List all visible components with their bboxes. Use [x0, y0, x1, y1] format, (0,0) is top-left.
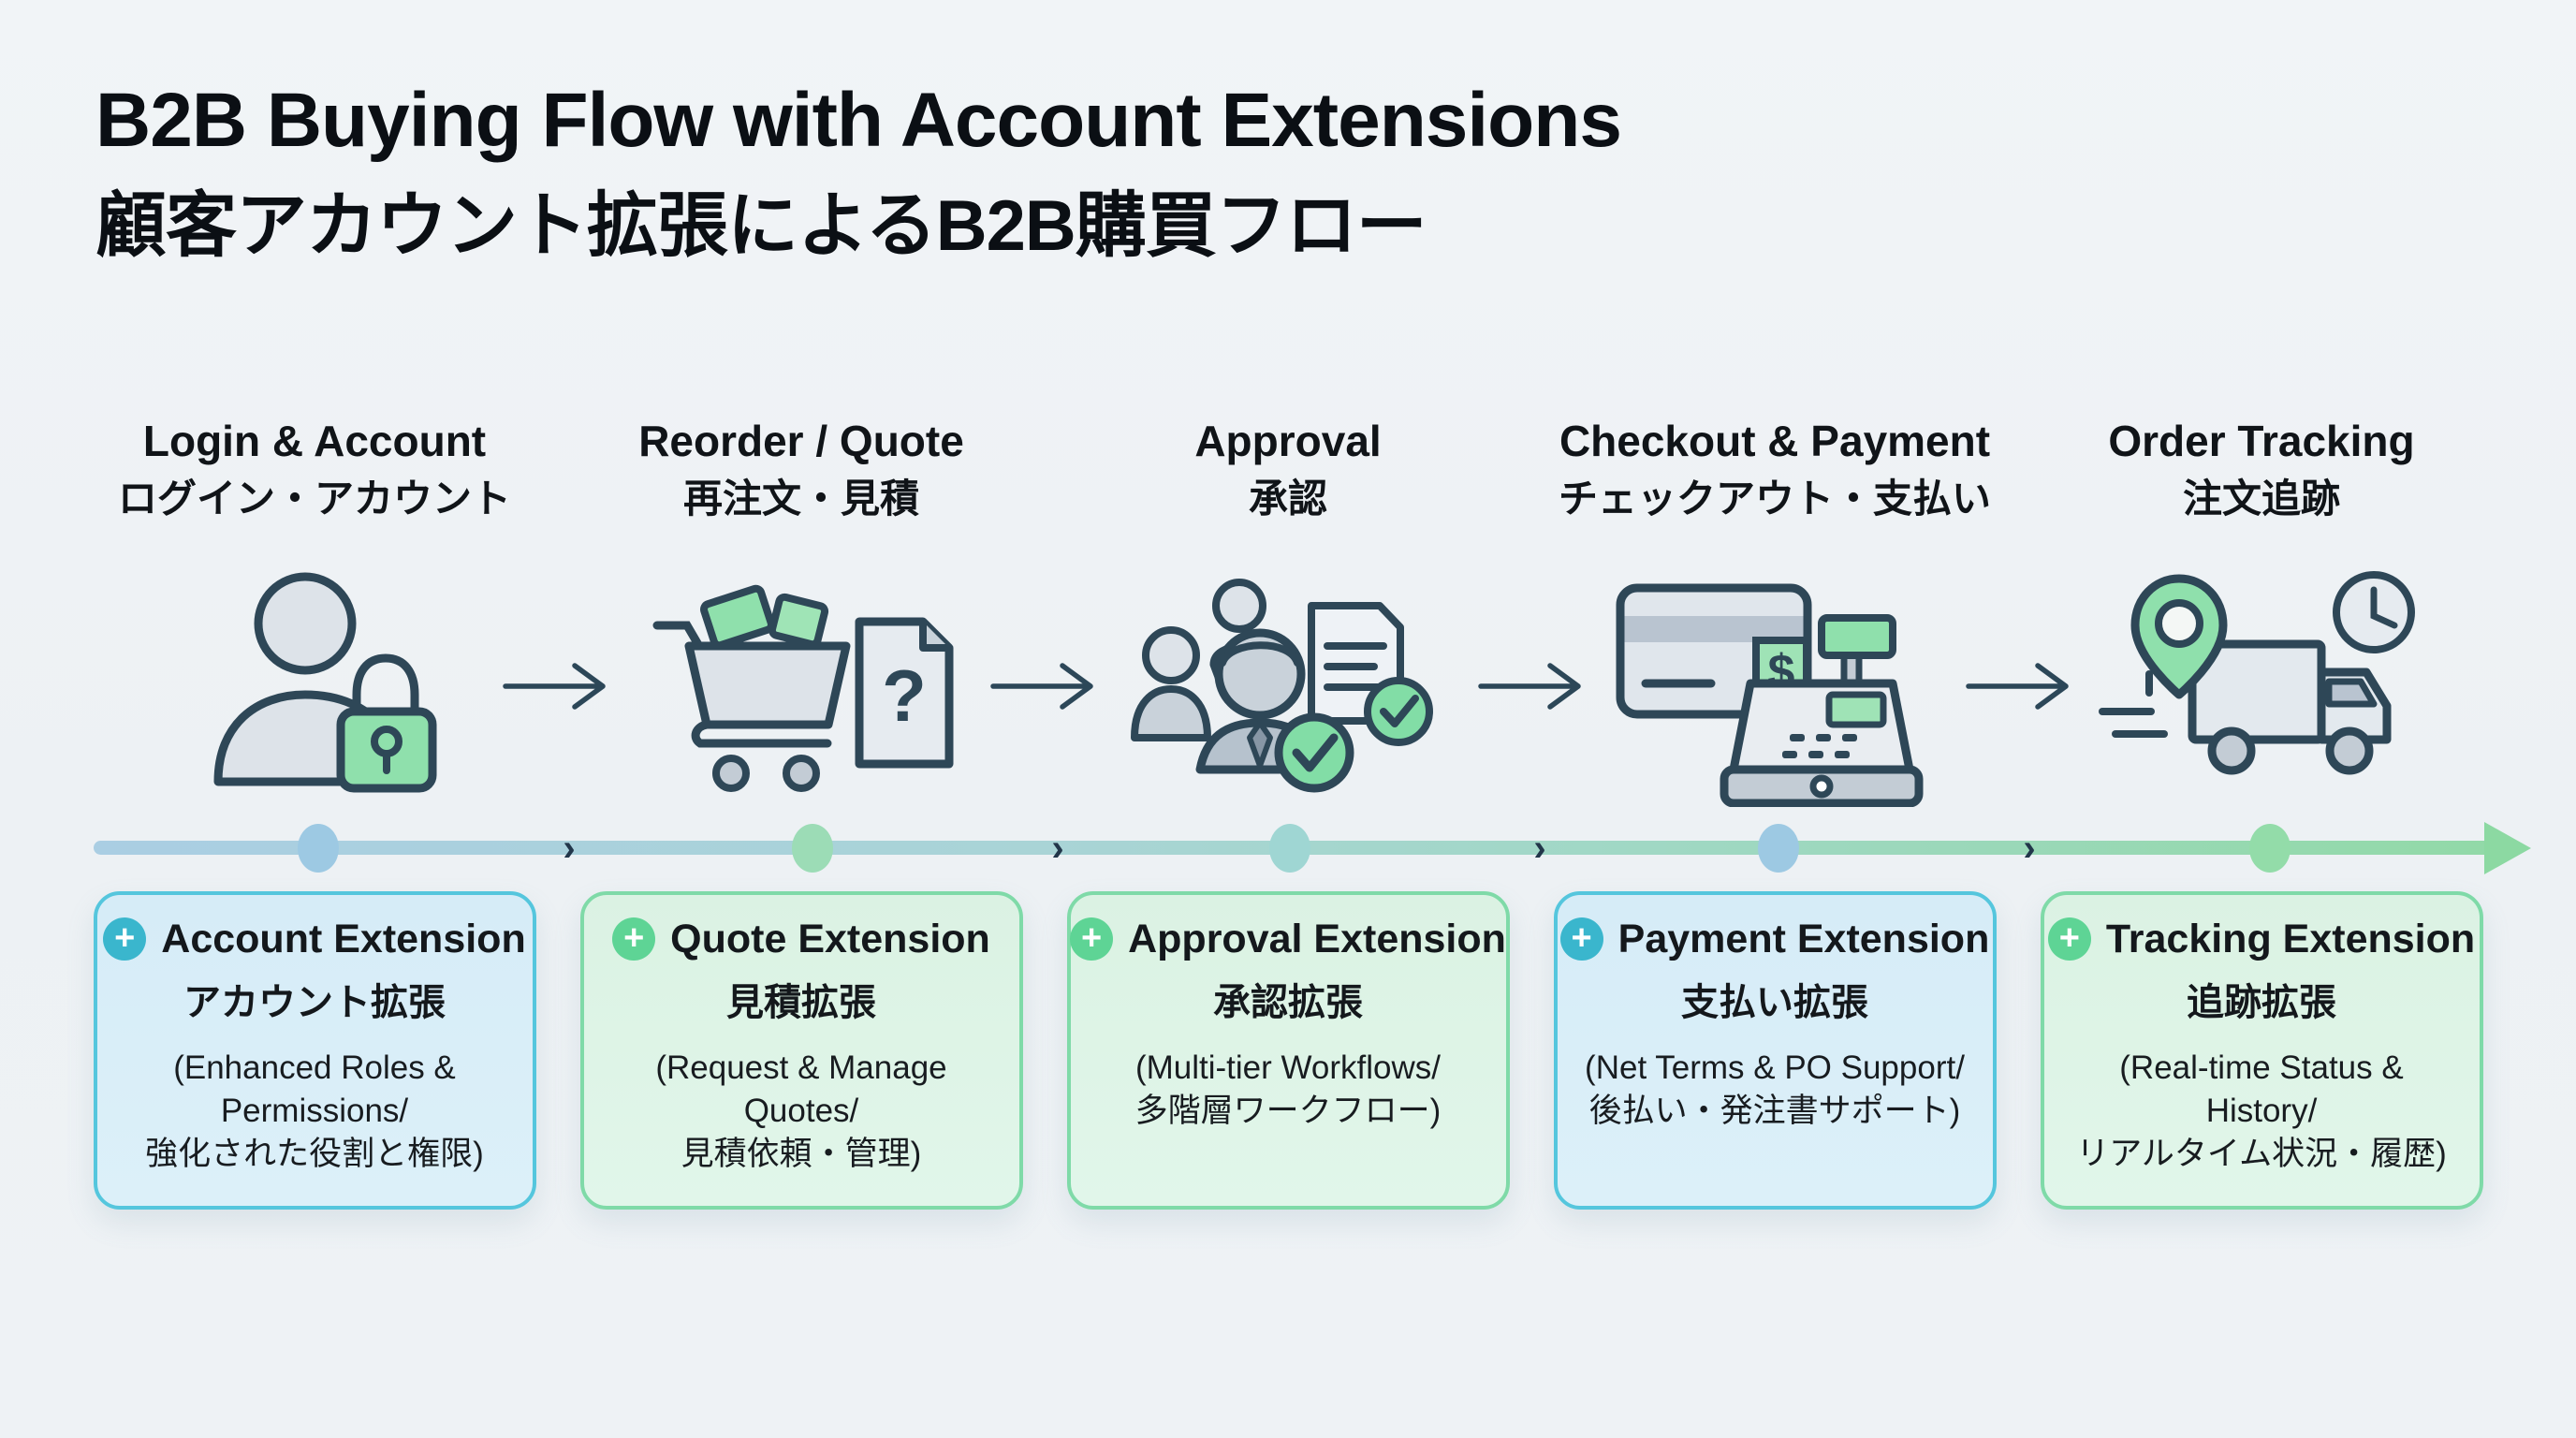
stage-column-checkout: Checkout & Payment チェックアウト・支払い [1531, 417, 2018, 522]
timeline-chevron-icon: › [563, 828, 576, 869]
extension-cards-row: + Account Extension アカウント拡張 (Enhanced Ro… [71, 891, 2505, 1210]
approval-extension-card: + Approval Extension 承認拡張 (Multi-tier Wo… [1066, 891, 1510, 1210]
stage-label-en: Login & Account [142, 417, 487, 465]
card-title-en: Account Extension [161, 916, 526, 961]
timeline-chevron-icon: › [1533, 828, 1546, 869]
card-description: (Net Terms & PO Support/ 後払い・発注書サポート) [1585, 1049, 1965, 1130]
plus-icon: + [1070, 917, 1114, 961]
stage-column-login: Login & Account ログイン・アカウント [71, 417, 558, 522]
quote-extension-card: + Quote Extension 見積拡張 (Request & Manage… [579, 891, 1023, 1210]
card-header: + Tracking Extension [2044, 916, 2480, 962]
timeline-dot [1758, 824, 1799, 873]
timeline-dot [2249, 824, 2291, 873]
user-lock-icon [213, 572, 437, 793]
stage-label-ja: 承認 [1248, 476, 1327, 521]
stage-label-en: Approval [1194, 417, 1382, 465]
card-title-en: Quote Extension [670, 916, 990, 961]
card-header: + Account Extension [97, 916, 533, 962]
card-header: + Payment Extension [1558, 916, 1993, 962]
timeline-dot [298, 824, 339, 873]
tracking-truck-icon [2099, 571, 2415, 775]
plus-icon: + [2047, 917, 2091, 961]
stage-icons-row: ? [71, 560, 2505, 811]
card-title-en: Payment Extension [1617, 916, 1990, 961]
payment-register-icon: $ [1616, 583, 1924, 807]
card-title-en: Approval Extension [1128, 916, 1506, 961]
card-title-ja: 支払い拡張 [1681, 982, 1868, 1023]
flow-arrow-icon [990, 663, 1093, 710]
stage-label-ja: 再注文・見積 [682, 476, 919, 521]
stage-column-approval: Approval 承認 [1045, 417, 1531, 522]
flow-arrow-icon [1478, 663, 1581, 710]
flow-arrow-icon [1966, 663, 2069, 710]
card-header: + Quote Extension [584, 916, 1019, 962]
flow-arrow-icon [503, 663, 606, 710]
card-description: (Multi-tier Workflows/ 多階層ワークフロー) [1134, 1049, 1442, 1130]
plus-icon: + [103, 917, 147, 961]
approval-team-icon [1131, 579, 1433, 793]
cart-quote-icon: ? [652, 584, 954, 792]
timeline-chevron-icon: › [2023, 828, 2036, 869]
stage-label-ja: チェックアウト・支払い [1558, 476, 1991, 521]
stage-column-tracking: Order Tracking 注文追跡 [2018, 417, 2505, 522]
card-title-ja: アカウント拡張 [183, 982, 446, 1023]
page-title: B2B Buying Flow with Account Extensions … [95, 67, 1622, 280]
card-title-en: Tracking Extension [2105, 916, 2476, 961]
title-line-en: B2B Buying Flow with Account Extensions [95, 78, 1622, 163]
svg-text:?: ? [882, 654, 927, 737]
card-title-ja: 見積拡張 [726, 982, 876, 1023]
card-description: (Enhanced Roles & Permissions/ 強化された役割と権… [145, 1049, 484, 1173]
card-title-ja: 追跡拡張 [2187, 982, 2336, 1023]
timeline-dot [1269, 824, 1310, 873]
title-line-ja: 顧客アカウント拡張によるB2B購買フロー [95, 186, 1427, 267]
account-extension-card: + Account Extension アカウント拡張 (Enhanced Ro… [93, 891, 536, 1210]
stage-label-ja: ログイン・アカウント [117, 476, 511, 521]
card-description: (Request & Manage Quotes/ 見積依頼・管理) [655, 1049, 947, 1173]
card-description: (Real-time Status & History/ リアルタイム状況・履歴… [2076, 1049, 2447, 1173]
stage-column-reorder: Reorder / Quote 再注文・見積 [558, 417, 1045, 522]
payment-extension-card: + Payment Extension 支払い拡張 (Net Terms & P… [1553, 891, 1997, 1210]
stage-labels-row: Login & Account ログイン・アカウント Reorder / Quo… [71, 417, 2505, 522]
timeline-dot [792, 824, 833, 873]
stage-label-en: Checkout & Payment [1559, 417, 1991, 465]
plus-icon: + [612, 917, 656, 961]
timeline-arrowhead-icon [2484, 822, 2531, 874]
tracking-extension-card: + Tracking Extension 追跡拡張 (Real-time Sta… [2040, 891, 2483, 1210]
stage-label-ja: 注文追跡 [2182, 476, 2340, 521]
timeline-chevron-icon: › [1051, 828, 1064, 869]
card-title-ja: 承認拡張 [1213, 982, 1363, 1023]
stage-label-en: Order Tracking [2108, 417, 2415, 465]
plus-icon: + [1559, 917, 1603, 961]
stage-label-en: Reorder / Quote [638, 417, 964, 465]
card-header: + Approval Extension [1070, 916, 1506, 962]
